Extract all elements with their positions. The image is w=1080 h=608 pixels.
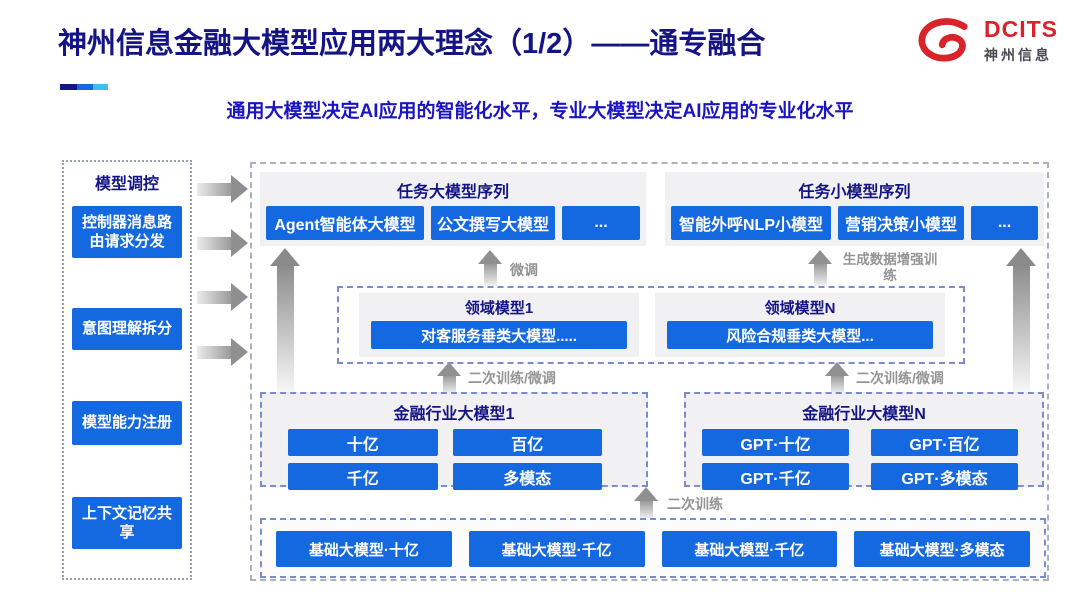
up-arrow-icon — [478, 250, 502, 286]
model-box-base-1b: 基础大模型·十亿 — [276, 531, 452, 567]
accent-segment-blue — [77, 84, 93, 90]
logo-swirl-icon — [918, 17, 968, 62]
task-small-model-title: 任务小模型序列 — [798, 184, 911, 201]
domain-model-1: 领域模型1 对客服务垂类大模型..... — [359, 293, 639, 357]
task-small-model-row: 智能外呼NLP小模型 营销决策小模型 ... — [671, 206, 1038, 240]
domain-model-n-title: 领域模型N — [764, 300, 836, 317]
industry-model-n-section: 金融行业大模型N GPT·十亿 GPT·百亿 GPT·千亿 GPT·多模态 — [684, 392, 1044, 490]
model-box-customer-service: 对客服务垂类大模型..... — [371, 321, 627, 349]
sidebar-item-message-routing: 控制器消息路由请求分发 — [72, 206, 182, 258]
sidebar-item-capability-register: 模型能力注册 — [72, 401, 182, 445]
base-model-section: 基础大模型·十亿 基础大模型·千亿 基础大模型·千亿 基础大模型·多模态 — [260, 518, 1046, 578]
task-small-model-section: 任务小模型序列 智能外呼NLP小模型 营销决策小模型 ... — [665, 172, 1044, 246]
sidebar-item-context-sharing: 上下文记忆共享 — [72, 497, 182, 549]
right-arrow-icon — [197, 283, 249, 311]
title-accent-bar — [60, 84, 108, 90]
slide-subtitle: 通用大模型决定AI应用的智能化水平，专业大模型决定AI应用的专业化水平 — [226, 101, 854, 122]
model-box-1b: 十亿 — [288, 429, 438, 456]
industry-model-n-grid: GPT·十亿 GPT·百亿 GPT·千亿 GPT·多模态 — [702, 429, 1018, 490]
model-box-base-100b: 基础大模型·千亿 — [468, 531, 645, 567]
accent-segment-cyan — [93, 84, 108, 90]
accent-segment-navy — [60, 84, 77, 90]
up-arrow-icon — [808, 250, 832, 286]
model-box-100b: 千亿 — [288, 463, 438, 490]
model-box-base-100b-2: 基础大模型·千亿 — [661, 531, 838, 567]
model-box-document-writing: 公文撰写大模型 — [431, 206, 555, 240]
domain-model-section: 领域模型1 对客服务垂类大模型..... 领域模型N 风险合规垂类大模型... — [337, 286, 965, 364]
retrain-label: 二次训练 — [667, 496, 723, 512]
task-large-model-section: 任务大模型序列 Agent智能体大模型 公文撰写大模型 ... — [260, 172, 646, 246]
right-arrow-icon — [197, 175, 249, 203]
right-arrow-icon — [197, 338, 249, 366]
sidebar-item-intent-split: 意图理解拆分 — [72, 308, 182, 350]
logo-brand-en: DCITS — [984, 16, 1058, 42]
model-box-gpt-100b: GPT·千亿 — [702, 463, 849, 490]
model-box-ellipsis: ... — [562, 206, 640, 240]
task-large-model-row: Agent智能体大模型 公文撰写大模型 ... — [266, 206, 640, 240]
model-architecture-panel: 任务大模型序列 Agent智能体大模型 公文撰写大模型 ... 任务小模型序列 … — [250, 162, 1049, 581]
model-box-base-multimodal: 基础大模型·多模态 — [854, 531, 1030, 567]
domain-model-n: 领域模型N 风险合规垂类大模型... — [655, 293, 945, 357]
industry-model-1-title: 金融行业大模型1 — [393, 406, 515, 423]
brand-logo: DCITS 神州信息 — [916, 16, 1058, 65]
model-box-agent: Agent智能体大模型 — [266, 206, 424, 240]
task-large-model-title: 任务大模型序列 — [396, 184, 509, 201]
logo-text: DCITS 神州信息 — [984, 16, 1058, 65]
industry-model-1-section: 金融行业大模型1 十亿 百亿 千亿 多模态 — [260, 392, 648, 490]
industry-model-1-grid: 十亿 百亿 千亿 多模态 — [288, 429, 602, 490]
model-control-panel: 模型调控 控制器消息路由请求分发 意图理解拆分 模型能力注册 上下文记忆共享 — [62, 160, 192, 580]
model-box-outbound-nlp: 智能外呼NLP小模型 — [671, 206, 831, 240]
base-model-row: 基础大模型·十亿 基础大模型·千亿 基础大模型·千亿 基础大模型·多模态 — [276, 531, 1030, 567]
model-control-title: 模型调控 — [94, 176, 159, 193]
page-title: 神州信息金融大模型应用两大理念（1/2）——通专融合 — [58, 28, 766, 60]
right-arrow-icon — [197, 229, 249, 257]
tall-up-arrow-icon — [1006, 248, 1036, 394]
model-box-marketing-decision: 营销决策小模型 — [838, 206, 964, 240]
model-box-10b: 百亿 — [452, 429, 602, 456]
retrain-finetune-label-right: 二次训练/微调 — [856, 370, 944, 386]
model-box-gpt-10b: GPT·百亿 — [871, 429, 1018, 456]
model-box-gpt-multimodal: GPT·多模态 — [871, 463, 1018, 490]
finetune-label: 微调 — [510, 262, 538, 278]
model-box-gpt-1b: GPT·十亿 — [702, 429, 849, 456]
generated-data-training-label: 生成数据增强训练 — [842, 252, 938, 284]
model-box-ellipsis: ... — [971, 206, 1038, 240]
logo-brand-cn: 神州信息 — [984, 47, 1052, 63]
up-arrow-icon — [825, 362, 849, 394]
up-arrow-icon — [437, 362, 461, 394]
retrain-finetune-label-left: 二次训练/微调 — [468, 370, 556, 386]
tall-up-arrow-icon — [270, 248, 300, 394]
model-box-multimodal: 多模态 — [452, 463, 602, 490]
model-box-risk-compliance: 风险合规垂类大模型... — [667, 321, 933, 349]
up-arrow-icon — [633, 487, 659, 519]
industry-model-n-title: 金融行业大模型N — [802, 406, 926, 423]
domain-model-1-title: 领域模型1 — [464, 300, 534, 317]
